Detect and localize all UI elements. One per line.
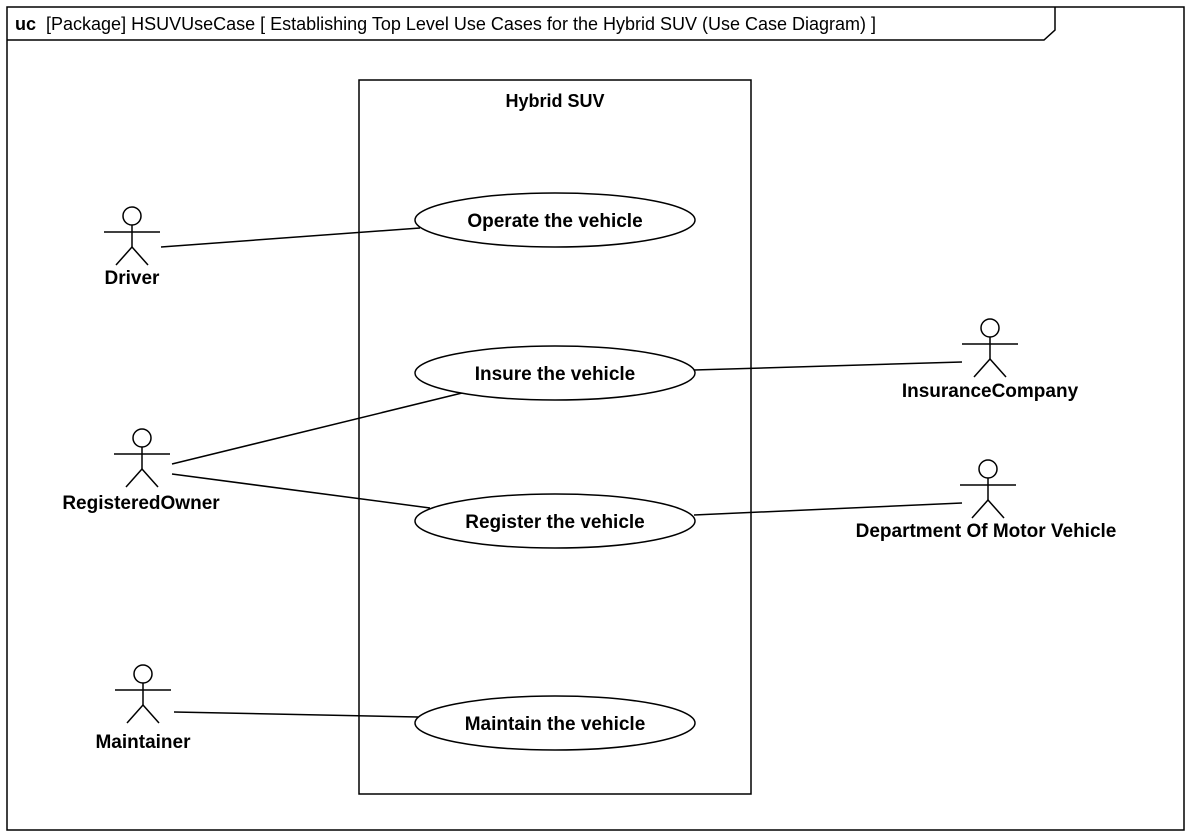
use-case-register-label: Register the vehicle bbox=[465, 512, 645, 533]
use-case-maintain[interactable]: Maintain the vehicle bbox=[414, 695, 696, 751]
use-case-maintain-label: Maintain the vehicle bbox=[465, 714, 646, 735]
system-name: Hybrid SUV bbox=[505, 91, 604, 111]
actor-maintainer-label: Maintainer bbox=[95, 732, 191, 753]
stick-figure-icon bbox=[115, 664, 171, 724]
actor-driver-label: Driver bbox=[105, 268, 161, 289]
frame-title: [Package] HSUVUseCase [ Establishing Top… bbox=[46, 14, 876, 34]
association-owner-register[interactable] bbox=[171, 473, 431, 509]
association-owner-insure[interactable] bbox=[171, 392, 463, 465]
association-insurance-insure[interactable] bbox=[693, 361, 963, 371]
frame-header-tab bbox=[7, 7, 1056, 41]
stick-figure-icon bbox=[114, 428, 170, 488]
use-case-operate-label: Operate the vehicle bbox=[467, 211, 642, 232]
actor-registered-owner[interactable]: RegisteredOwner bbox=[62, 428, 220, 514]
association-driver-operate[interactable] bbox=[160, 227, 421, 248]
actor-dmv[interactable]: Department Of Motor Vehicle bbox=[856, 459, 1117, 542]
stick-figure-icon bbox=[962, 318, 1018, 378]
association-dmv-register[interactable] bbox=[693, 502, 963, 516]
use-case-insure[interactable]: Insure the vehicle bbox=[414, 345, 696, 401]
stick-figure-icon bbox=[104, 206, 160, 266]
frame-keyword: uc bbox=[15, 14, 36, 34]
actor-maintainer[interactable]: Maintainer bbox=[95, 664, 191, 753]
system-boundary bbox=[358, 79, 752, 795]
actor-driver[interactable]: Driver bbox=[104, 206, 161, 289]
use-case-register[interactable]: Register the vehicle bbox=[414, 493, 696, 549]
association-maintainer-maintain[interactable] bbox=[173, 711, 419, 718]
actor-registered-owner-label: RegisteredOwner bbox=[62, 493, 220, 514]
stick-figure-icon bbox=[960, 459, 1016, 519]
actor-insurance-company-label: InsuranceCompany bbox=[902, 381, 1079, 402]
frame-header: uc [Package] HSUVUseCase [ Establishing … bbox=[15, 14, 876, 34]
diagram-frame bbox=[6, 6, 1185, 831]
actor-insurance-company[interactable]: InsuranceCompany bbox=[902, 318, 1079, 402]
use-case-insure-label: Insure the vehicle bbox=[475, 364, 636, 385]
actor-dmv-label: Department Of Motor Vehicle bbox=[856, 521, 1117, 542]
use-case-operate[interactable]: Operate the vehicle bbox=[414, 192, 696, 248]
